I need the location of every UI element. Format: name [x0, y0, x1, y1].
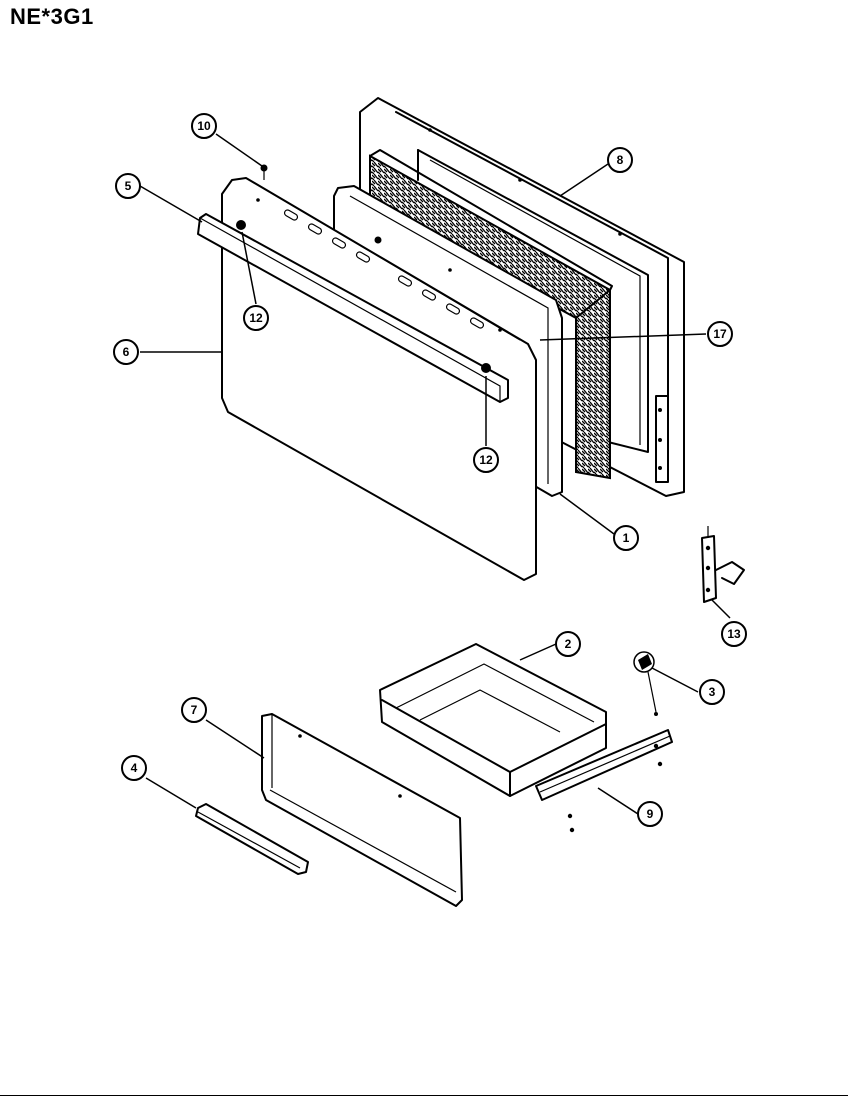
clip-part-3 — [633, 651, 658, 716]
drawer-front-part-7 — [261, 713, 463, 907]
svg-text:17: 17 — [713, 327, 727, 341]
diagram-title: NE*3G1 — [10, 4, 94, 29]
svg-text:12: 12 — [249, 311, 263, 325]
door-handle-part-5 — [197, 213, 509, 403]
svg-text:7: 7 — [191, 703, 198, 717]
svg-text:4: 4 — [131, 761, 138, 775]
svg-text:5: 5 — [125, 179, 132, 193]
callout-5: 5 — [115, 173, 141, 199]
hinge-part-13 — [701, 526, 745, 603]
svg-text:9: 9 — [647, 807, 654, 821]
leader-lines — [139, 133, 731, 815]
callout-10: 10 — [191, 113, 217, 139]
callout-17: 17 — [707, 321, 733, 347]
drawer-pan-part-2 — [379, 643, 607, 797]
callout-6: 6 — [113, 339, 139, 365]
svg-text:8: 8 — [617, 153, 624, 167]
page-bottom-rule — [0, 1095, 848, 1096]
callout-8: 8 — [607, 147, 633, 173]
callout-13: 13 — [721, 621, 747, 647]
trim-strip-part-4 — [195, 803, 309, 875]
svg-text:2: 2 — [565, 637, 572, 651]
svg-text:10: 10 — [197, 119, 211, 133]
svg-text:6: 6 — [123, 345, 130, 359]
callout-1: 1 — [613, 525, 639, 551]
svg-text:3: 3 — [709, 685, 716, 699]
handle-fastener-part-12 — [236, 220, 491, 373]
svg-text:1: 1 — [623, 531, 630, 545]
callout-9: 9 — [637, 801, 663, 827]
callout-7: 7 — [181, 697, 207, 723]
svg-text:13: 13 — [727, 627, 741, 641]
screw-part-10 — [260, 164, 268, 180]
callout-3: 3 — [699, 679, 725, 705]
callout-12-lower: 12 — [473, 447, 499, 473]
drawer-slide-part-9 — [535, 729, 673, 833]
callout-12-upper: 12 — [243, 305, 269, 331]
callout-4: 4 — [121, 755, 147, 781]
callout-2: 2 — [555, 631, 581, 657]
svg-text:12: 12 — [479, 453, 493, 467]
